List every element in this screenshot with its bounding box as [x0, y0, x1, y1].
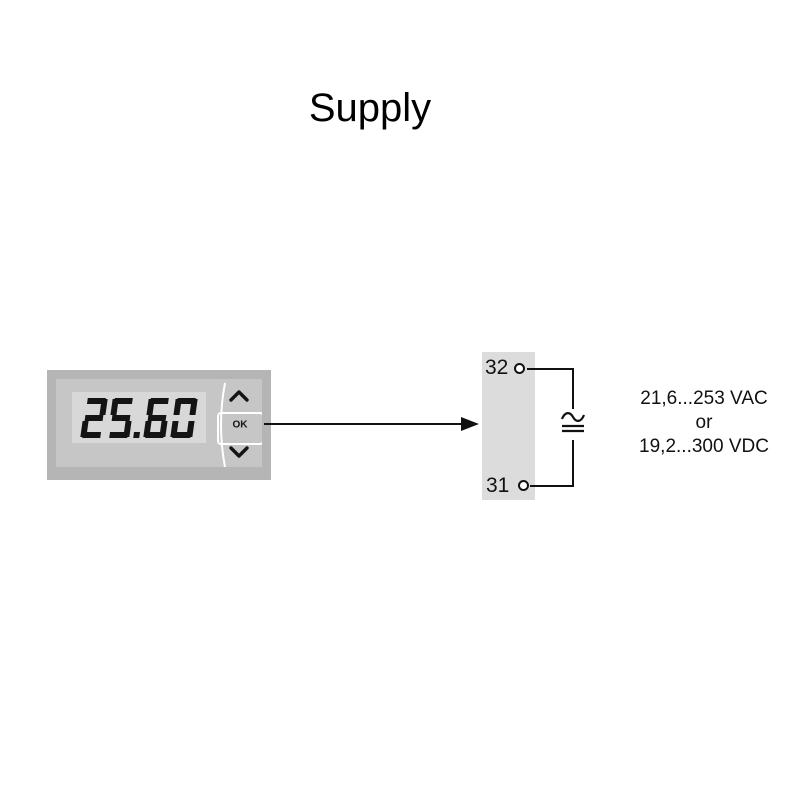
supply-wiring [527, 368, 586, 487]
rating-vdc: 19,2...300 VDC [639, 436, 769, 457]
chevron-down-icon [229, 446, 249, 458]
terminal-31-contact-icon [518, 480, 529, 491]
terminal-block: 32 31 [482, 352, 535, 500]
ac-dc-supply-icon [560, 412, 586, 433]
wire-terminal-32 [527, 368, 574, 409]
supply-ratings: 21,6...253 VAC or 19,2...300 VDC [628, 387, 780, 459]
button-column: OK [217, 382, 262, 467]
terminal-32-contact-icon [514, 363, 525, 374]
lcd-display [72, 392, 206, 443]
wire-terminal-31 [530, 440, 574, 487]
ok-button-label: OK [233, 420, 249, 431]
rating-or: or [695, 412, 713, 433]
rating-vac: 21,6...253 VAC [640, 388, 768, 409]
terminal-32-label: 32 [485, 356, 509, 379]
connection-arrow [264, 417, 479, 431]
ok-button-outline [217, 412, 262, 445]
panel-meter-device: OK [47, 370, 271, 480]
terminal-31-label: 31 [486, 474, 510, 497]
panel-meter-faceplate: OK [56, 379, 262, 467]
page-title: Supply [308, 86, 432, 130]
button-arc-divider [220, 382, 226, 467]
chevron-up-icon [229, 390, 249, 402]
arrow-right-icon [461, 417, 479, 431]
